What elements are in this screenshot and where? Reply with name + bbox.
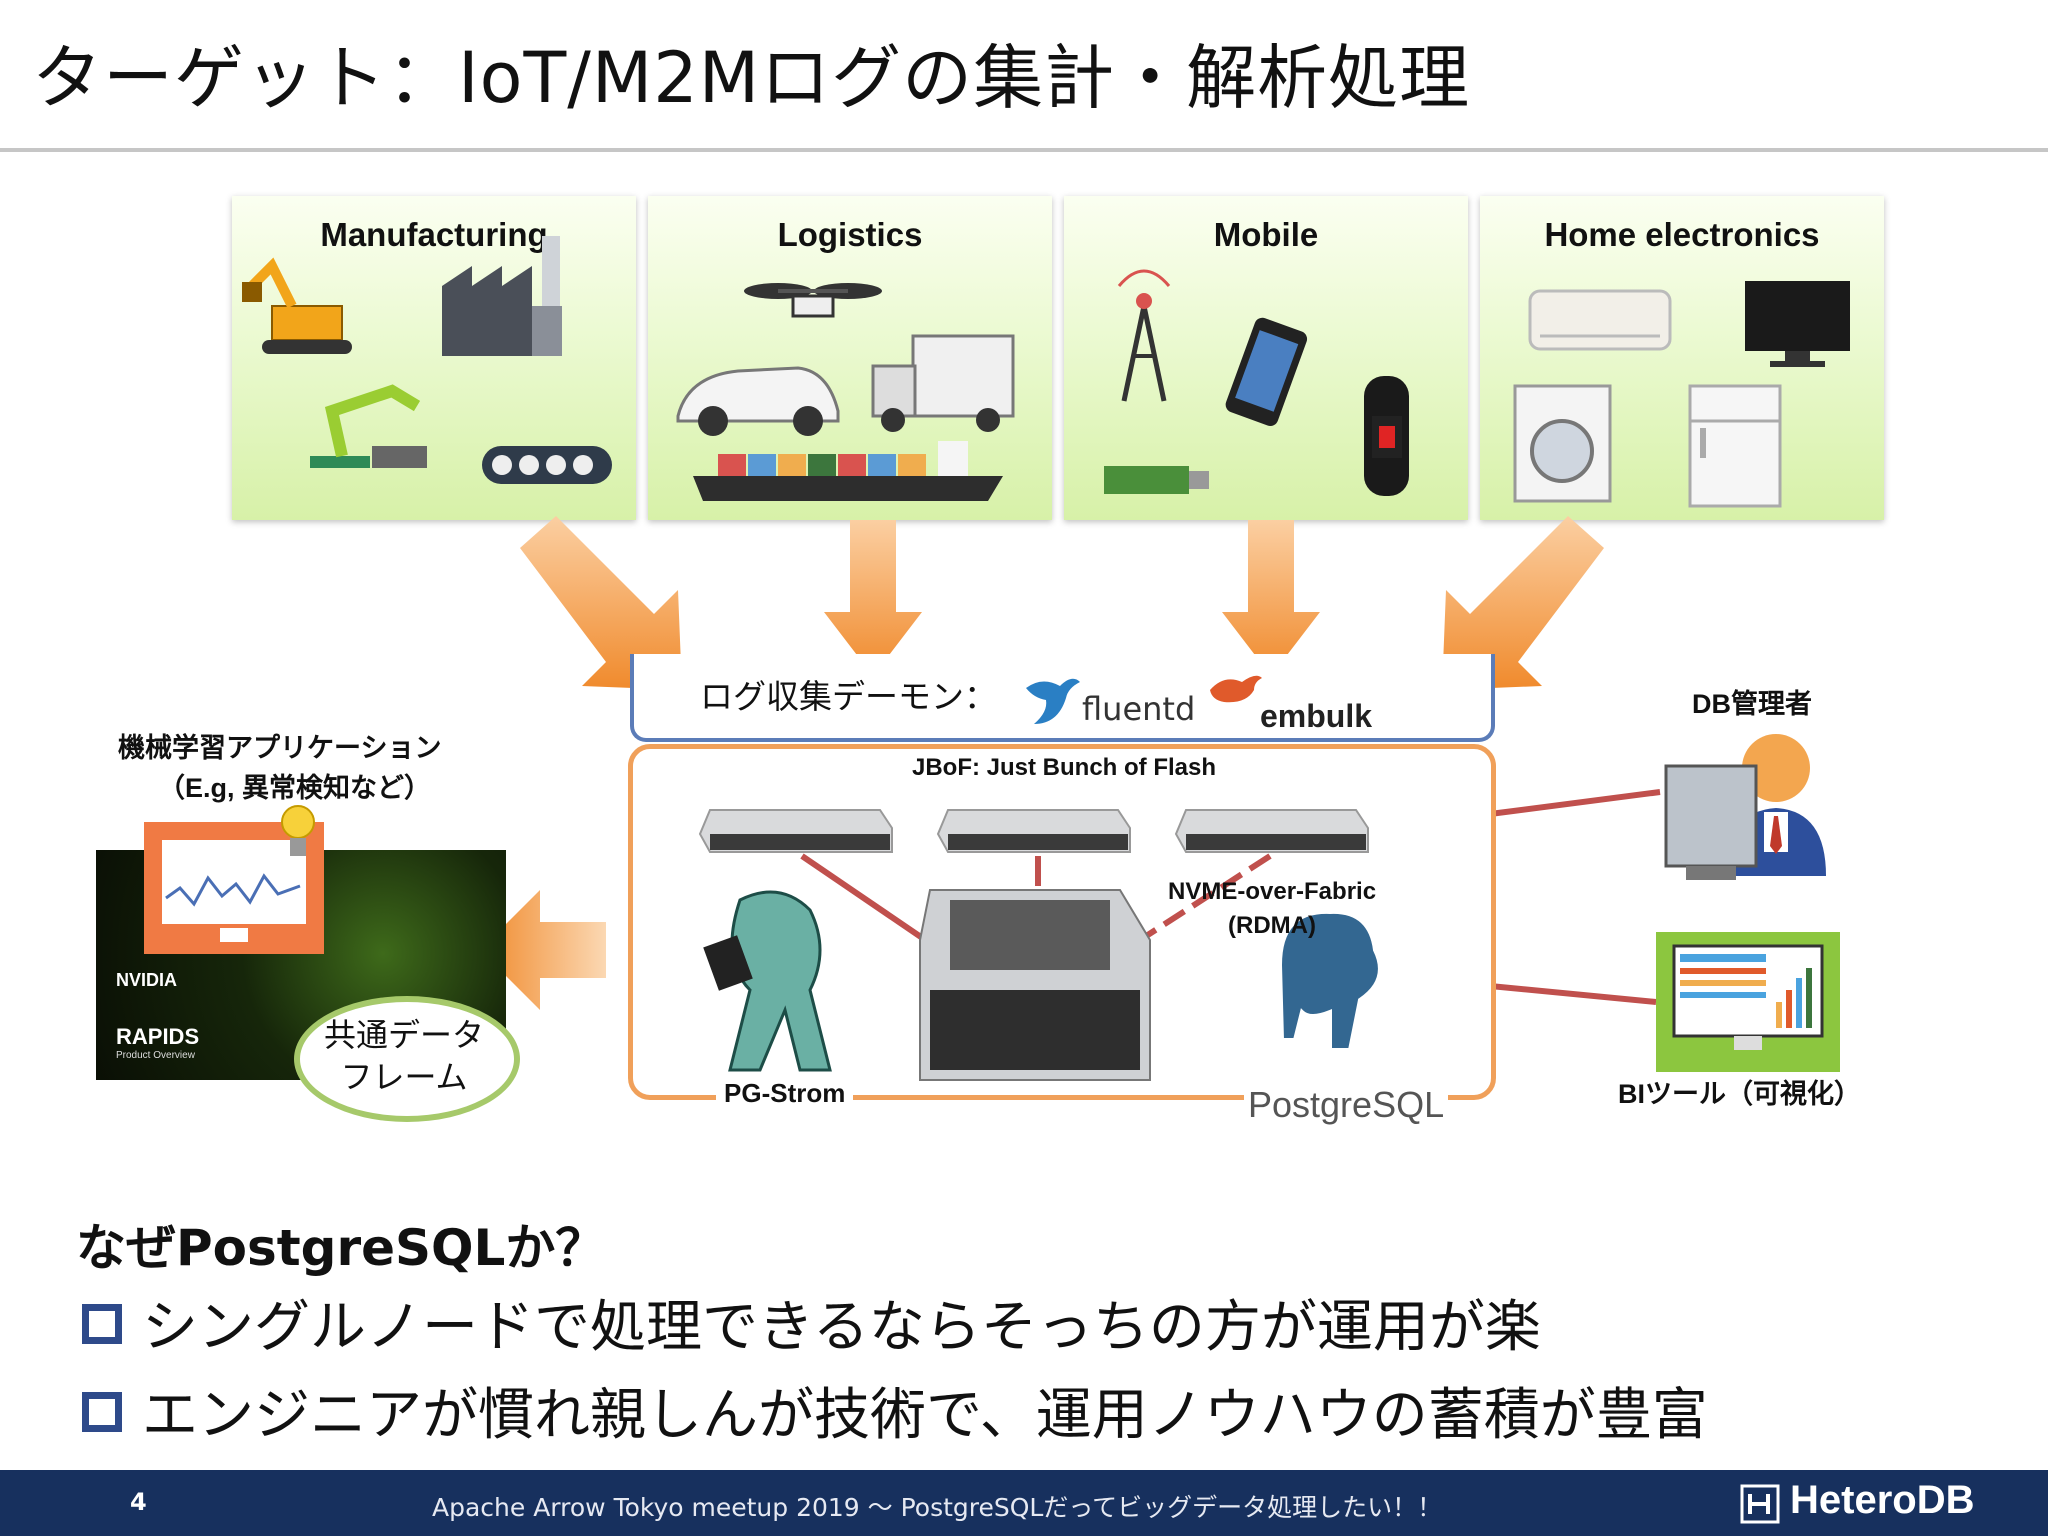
embulk-logo-text: embulk (1260, 698, 1373, 734)
smartwatch-icon (1364, 376, 1409, 496)
why-postgresql-heading: なぜPostgreSQLか？ (76, 1219, 606, 1277)
bullet-square-icon (82, 1304, 122, 1344)
car-icon (676, 366, 840, 436)
embulk-whale-icon (1210, 675, 1262, 703)
title-divider (0, 148, 2048, 152)
panel-logistics: Logistics (648, 196, 1052, 520)
drone-icon (744, 283, 882, 318)
postgresql-logo-text: PostgreSQL (1244, 1084, 1449, 1126)
panel-title-home-electronics: Home electronics (1544, 216, 1820, 253)
bi-tool-label: BIツール（可視化） (1618, 1079, 1861, 1109)
jbof-label: JBoF: Just Bunch of Flash (912, 754, 1217, 781)
nvidia-logo: NVIDIA (116, 970, 178, 990)
dataframe-callout (294, 996, 520, 1122)
panel-title-manufacturing: Manufacturing (320, 216, 548, 253)
footer-text: Apache Arrow Tokyo meetup 2019 ～ Postgre… (432, 1493, 1443, 1522)
bullet-text-1: シングルノードで処理できるならそっちの方が運用が楽 (142, 1295, 1541, 1360)
panel-mobile: Mobile (1064, 196, 1468, 520)
bullet-square-icon (82, 1392, 122, 1432)
panel-manufacturing: Manufacturing (232, 196, 636, 520)
logistics-illustration (676, 283, 1015, 501)
flash-enclosure-icon (936, 809, 1131, 853)
antenna-tower-icon (1117, 269, 1171, 402)
link-storage-dba (1489, 789, 1661, 817)
television-icon (1745, 281, 1850, 367)
panel-title-mobile: Mobile (1213, 216, 1319, 253)
air-conditioner-icon (1528, 289, 1672, 351)
arrow-logistics (824, 520, 922, 676)
truck-icon (871, 334, 1015, 432)
log-collector-label: ログ収集デーモン： (700, 677, 997, 716)
ml-app-label-2: （E.g, 異常検知など） (158, 773, 432, 803)
flash-enclosure-icon (698, 809, 893, 853)
bullet-text-2: エンジニアが慣れ親しんが技術で、運用ノウハウの蓄積が豊富 (142, 1383, 1708, 1448)
smartphone-icon (1225, 317, 1308, 426)
arrow-mobile (1222, 520, 1320, 676)
excavator-icon (242, 257, 352, 354)
nvme-label-2: (RDMA) (1228, 912, 1316, 939)
container-ship-icon (693, 441, 1003, 501)
flash-enclosure-icon (1174, 809, 1369, 853)
page-number: 4 (130, 1488, 147, 1516)
dba-label: DB管理者 (1692, 689, 1812, 719)
heterodb-logo-icon (1740, 1484, 1780, 1524)
bi-dashboard-icon (1656, 932, 1840, 1072)
nvme-label-1: NVME-over-Fabric (1168, 878, 1377, 905)
panel-title-logistics: Logistics (777, 216, 923, 253)
robot-arm-icon (310, 384, 427, 468)
factory-icon (442, 236, 562, 356)
heterodb-brand: HeteroDB (1790, 1478, 1975, 1522)
washing-machine-icon (1513, 384, 1612, 503)
home-electronics-illustration (1513, 281, 1850, 508)
gpu-server-icon (919, 889, 1151, 1081)
arrow-to-ml (480, 890, 606, 1010)
rapids-subtitle: Product Overview (116, 1050, 195, 1061)
postgresql-elephant-icon (1277, 909, 1382, 1052)
pgstrom-label: PG-Strom (716, 1078, 854, 1109)
dataframe-label-2: フレーム (340, 1058, 468, 1096)
slide-title: ターゲット：IoT/M2Mログの集計・解析処理 (32, 37, 1471, 119)
fluentd-bird-icon (1026, 678, 1080, 724)
refrigerator-icon (1688, 384, 1782, 508)
footer-bar (0, 1470, 2048, 1536)
lightbulb-icon (281, 805, 315, 856)
ml-app-label-1: 機械学習アプリケーション (118, 733, 442, 763)
arrow-home (1442, 516, 1604, 690)
arrow-manufacturing (520, 516, 682, 690)
mobile-illustration (1104, 269, 1409, 496)
storage-illustration (698, 809, 1382, 1081)
dataframe-label-1: 共通データ (323, 1016, 484, 1054)
dba-user-icon (1664, 734, 1826, 880)
panel-home-electronics: Home electronics (1480, 196, 1884, 520)
rapids-logo: RAPIDS (116, 1024, 200, 1049)
manufacturing-illustration (242, 236, 612, 484)
fluentd-logo-text: fluentd (1082, 690, 1196, 728)
conveyor-icon (482, 446, 612, 484)
pg-strom-elephant-icon (703, 890, 832, 1072)
link-storage-bi (1489, 983, 1657, 1005)
iot-module-icon (1104, 466, 1209, 494)
